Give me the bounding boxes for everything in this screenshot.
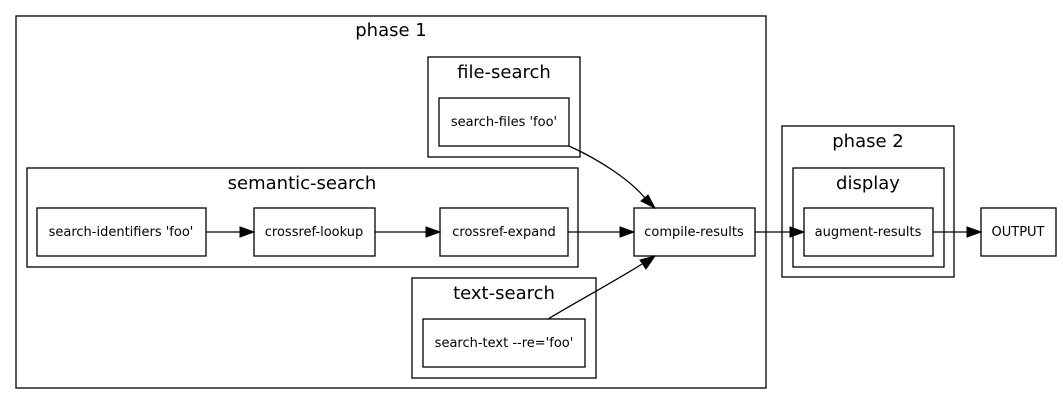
arrowhead-expand-to-compile — [619, 226, 636, 238]
node-augment-results-box — [803, 207, 934, 257]
cluster-phase-2: phase 2 display augment-results — [781, 125, 955, 278]
node-compile-results: compile-results — [644, 225, 744, 240]
edges — [206, 145, 983, 320]
node-crossref-expand-box — [439, 207, 569, 257]
node-augment-results: augment-results — [815, 225, 922, 240]
cluster-text-search: text-search search-text --re='foo' — [411, 277, 597, 379]
arrowhead-augment-to-output — [966, 226, 983, 238]
arrowhead-files-to-compile — [640, 194, 657, 210]
cluster-display-label: display — [836, 173, 900, 194]
node-output: OUTPUT — [992, 225, 1045, 240]
cluster-file-search-label: file-search — [457, 62, 551, 83]
cluster-phase-1-label: phase 1 — [355, 20, 427, 41]
node-crossref-expand: crossref-expand — [452, 225, 556, 240]
node-search-text: search-text --re='foo' — [435, 336, 574, 351]
arrowhead-text-to-compile — [639, 255, 657, 270]
cluster-phase-2-label: phase 2 — [832, 131, 904, 152]
node-search-files: search-files 'foo' — [451, 115, 557, 130]
node-compile-results-box — [633, 207, 756, 257]
edge-text-to-compile — [547, 263, 643, 320]
node-output-box — [980, 207, 1057, 257]
arrowhead-identifiers-to-lookup — [239, 226, 256, 238]
cluster-file-search: file-search search-files 'foo' — [427, 56, 581, 158]
edge-files-to-compile — [568, 145, 646, 199]
cluster-text-search-label: text-search — [453, 283, 555, 304]
cluster-semantic-search-label: semantic-search — [228, 173, 377, 194]
node-output-group: OUTPUT — [980, 207, 1057, 257]
node-search-identifiers: search-identifiers 'foo' — [49, 225, 194, 240]
node-crossref-lookup-box — [253, 207, 376, 257]
arrowhead-compile-to-augment — [789, 226, 806, 238]
node-search-text-box — [422, 318, 586, 368]
node-search-identifiers-box — [36, 207, 207, 257]
cluster-semantic-search: semantic-search search-identifiers 'foo'… — [26, 167, 579, 268]
node-crossref-lookup: crossref-lookup — [265, 225, 363, 240]
arrowhead-lookup-to-expand — [425, 226, 442, 238]
node-compile-results-group: compile-results — [633, 207, 756, 257]
node-search-files-box — [438, 97, 570, 147]
